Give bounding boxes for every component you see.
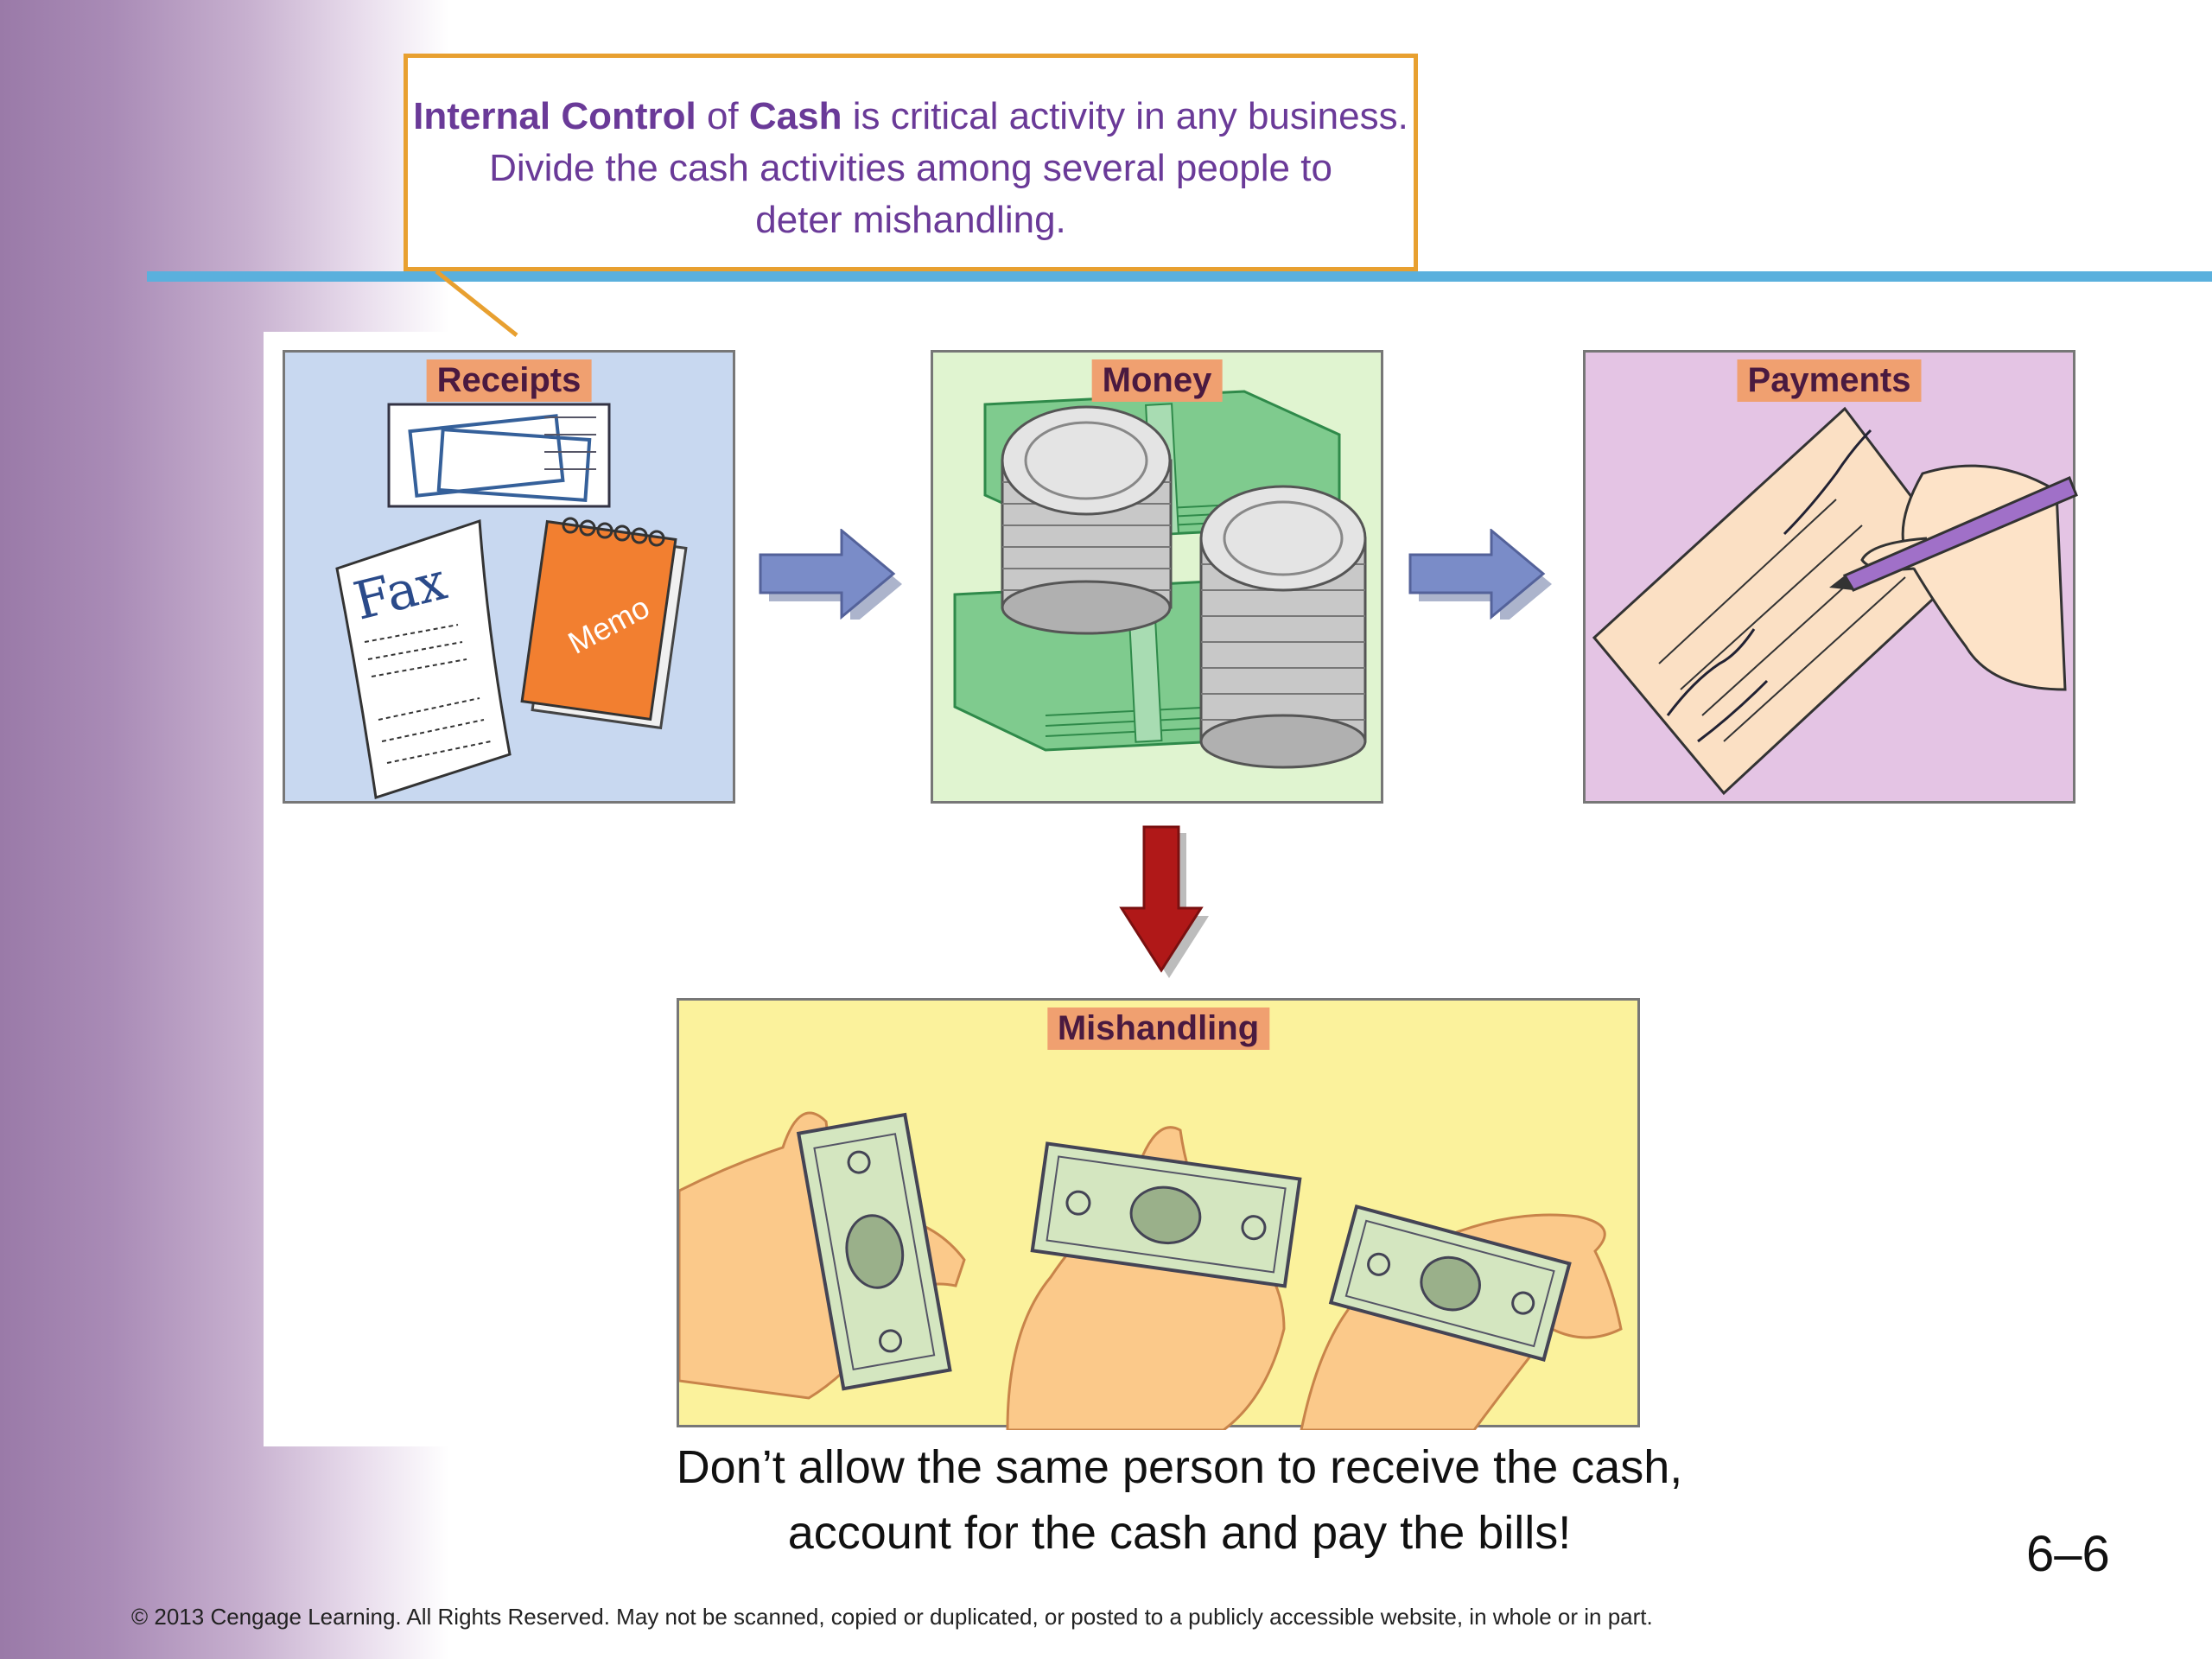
- mishandling-illustration: [679, 1111, 1623, 1430]
- money-panel: Money: [931, 350, 1383, 804]
- payments-label: Payments: [1737, 359, 1922, 402]
- payments-panel: Payments: [1583, 350, 2078, 804]
- arrow-right-icon: [759, 529, 902, 620]
- callout-term-cash: Cash: [748, 95, 842, 137]
- receipts-panel: Fax Memo Receipts: [283, 350, 735, 804]
- receipts-label: Receipts: [426, 359, 592, 402]
- caption-line-2: account for the cash and pay the bills!: [787, 1507, 1572, 1559]
- callout-rest: is critical activity in any business.: [842, 95, 1408, 137]
- mishandling-label: Mishandling: [1046, 1007, 1270, 1050]
- payments-illustration: [1592, 406, 2078, 796]
- callout-of: of: [696, 95, 749, 137]
- money-label: Money: [1091, 359, 1223, 402]
- slide-number: 6–6: [2026, 1526, 2110, 1582]
- receipts-illustration: Fax Memo: [335, 403, 688, 799]
- callout-line-2: Divide the cash activities among several…: [489, 147, 1332, 241]
- arrow-down-icon: [1119, 825, 1209, 978]
- callout-line-1: Internal Control of Cash is critical act…: [408, 91, 1414, 143]
- copyright-notice: © 2013 Cengage Learning. All Rights Rese…: [131, 1604, 1653, 1630]
- header-rule: [147, 271, 2212, 282]
- caption-line-1: Don’t allow the same person to receive t…: [676, 1441, 1683, 1493]
- money-illustration: [953, 390, 1367, 769]
- caption: Don’t allow the same person to receive t…: [605, 1434, 1754, 1566]
- callout-box: Internal Control of Cash is critical act…: [404, 54, 1418, 271]
- arrow-right-icon: [1408, 529, 1552, 620]
- callout-term-internal-control: Internal Control: [413, 95, 696, 137]
- mishandling-panel: Mishandling: [677, 998, 1640, 1430]
